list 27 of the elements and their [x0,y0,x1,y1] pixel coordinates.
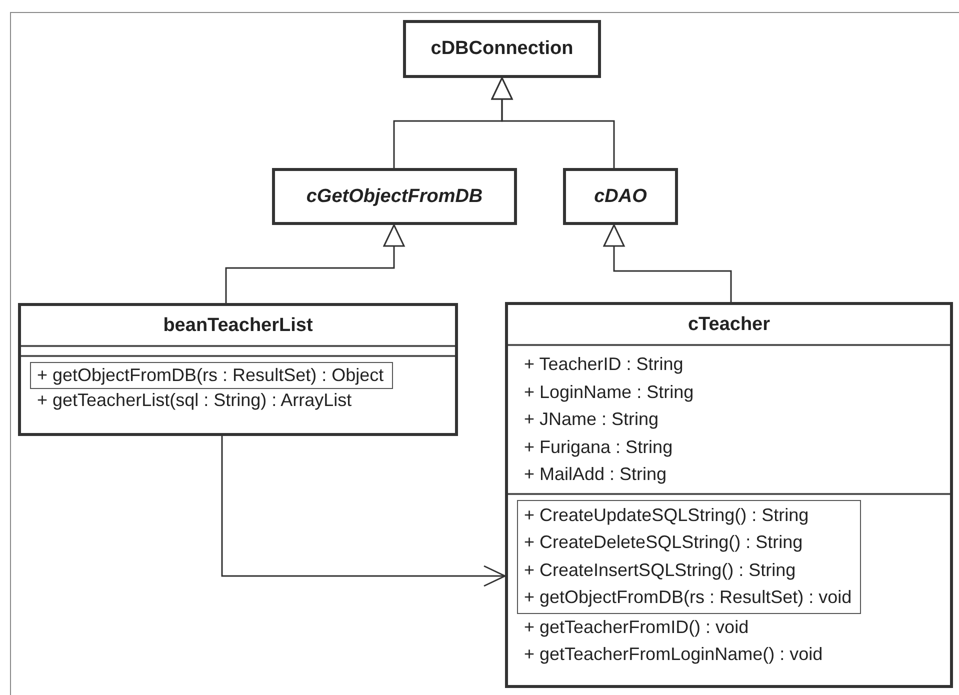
class-method: + getTeacherFromLoginName() : void [524,643,824,666]
class-name: cGetObjectFromDB [306,186,483,208]
class-method: + getObjectFromDB(rs : ResultSet) : Object [37,364,384,387]
class-method: + CreateUpdateSQLString() : String [524,504,810,527]
class-attribute: + TeacherID : String [524,353,684,376]
class-name: cDBConnection [430,38,574,60]
class-method: + getObjectFromDB(rs : ResultSet) : void [524,586,852,609]
generalization-arrow [491,77,615,168]
class-attribute: + Furigana : String [524,436,674,459]
class-method: + CreateInsertSQLString() : String [524,558,797,582]
generalization-arrow [603,224,732,302]
class-box [403,20,601,78]
class-box [563,168,678,225]
class-box [272,168,517,225]
class-attribute: + MailAdd : String [524,463,668,486]
class-name: beanTeacherList [162,314,314,338]
association-arrow [221,436,506,587]
class-box [505,302,953,688]
class-method: + getTeacherList(sql : String) : ArrayList [37,389,353,412]
class-name: cDAO [594,186,647,208]
generalization-arrow [225,224,405,303]
class-method: + CreateDeleteSQLString() : String [524,531,804,554]
class-box [18,303,458,436]
class-name: cTeacher [686,313,772,337]
class-attribute: + LoginName : String [524,380,695,404]
class-attribute: + JName : String [524,408,660,431]
class-method: + getTeacherFromID() : void [524,616,750,639]
